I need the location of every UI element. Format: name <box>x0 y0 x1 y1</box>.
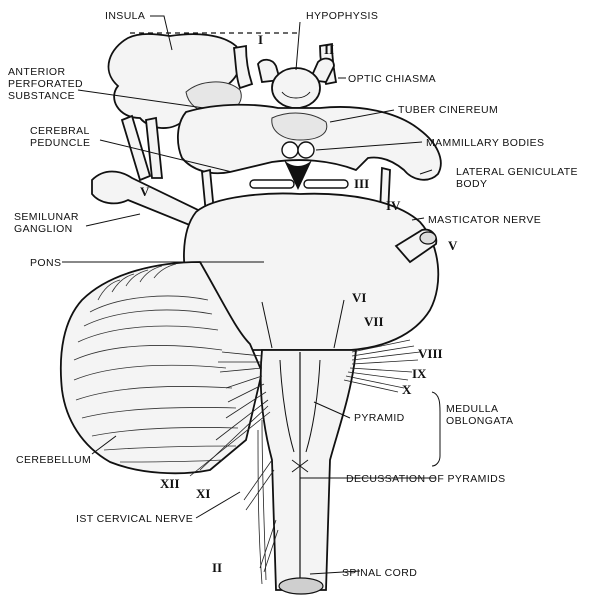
numeral-VII: VII <box>364 314 384 329</box>
oculomotor-nerve-left <box>250 180 294 188</box>
label-spinal-cord: SPINAL CORD <box>342 567 417 579</box>
label-medulla-1: MEDULLA <box>446 403 498 415</box>
numeral-VI: VI <box>352 290 366 305</box>
label-masticator-nerve: MASTICATOR NERVE <box>428 214 541 226</box>
numeral-II-top: II <box>324 42 334 57</box>
medulla-oblongata <box>261 350 356 590</box>
label-anterior-perforated-1: ANTERIOR <box>8 66 65 78</box>
numeral-IV: IV <box>386 198 401 213</box>
label-tuber-cinereum: TUBER CINEREUM <box>398 104 498 116</box>
label-anterior-perforated-2: PERFORATED <box>8 78 83 90</box>
numeral-V-right: V <box>448 238 458 253</box>
label-lateral-geniculate-2: BODY <box>456 178 487 190</box>
label-first-cervical-nerve: IST CERVICAL NERVE <box>76 513 193 525</box>
label-insula: INSULA <box>105 10 145 22</box>
hypophysis <box>272 68 320 108</box>
numeral-VIII: VIII <box>418 346 443 361</box>
label-cerebellum: CEREBELLUM <box>16 454 91 466</box>
label-semilunar-ganglion-2: GANGLION <box>14 223 73 235</box>
numeral-X: X <box>402 382 412 397</box>
numeral-XII: XII <box>160 476 180 491</box>
label-anterior-perforated-3: SUBSTANCE <box>8 90 75 102</box>
label-decussation: DECUSSATION OF PYRAMIDS <box>346 473 506 485</box>
mammillary-body-left <box>282 142 298 158</box>
oculomotor-nerve-right <box>304 180 348 188</box>
numeral-I: I <box>258 32 263 47</box>
numeral-V-left: V <box>140 184 150 199</box>
label-hypophysis: HYPOPHYSIS <box>306 10 378 22</box>
label-cerebral-peduncle-1: CEREBRAL <box>30 125 90 137</box>
anatomy-drawing <box>61 33 441 594</box>
label-pyramid: PYRAMID <box>354 412 405 424</box>
label-medulla-2: OBLONGATA <box>446 415 513 427</box>
label-mammillary-bodies: MAMMILLARY BODIES <box>426 137 544 149</box>
numeral-IX: IX <box>412 366 427 381</box>
spinal-cord-section <box>279 578 323 594</box>
label-cerebral-peduncle-2: PEDUNCLE <box>30 137 90 149</box>
label-semilunar-ganglion-1: SEMILUNAR <box>14 211 79 223</box>
olfactory-tract-left <box>234 46 252 88</box>
label-pons: PONS <box>30 257 61 269</box>
numeral-II-cervical: II <box>212 560 222 575</box>
mammillary-body-right <box>298 142 314 158</box>
accessory-nerve-left-2 <box>258 430 262 584</box>
label-optic-chiasma: OPTIC CHIASMA <box>348 73 436 85</box>
numeral-III: III <box>354 176 369 191</box>
numeral-XI: XI <box>196 486 210 501</box>
label-lateral-geniculate-1: LATERAL GENICULATE <box>456 166 578 178</box>
